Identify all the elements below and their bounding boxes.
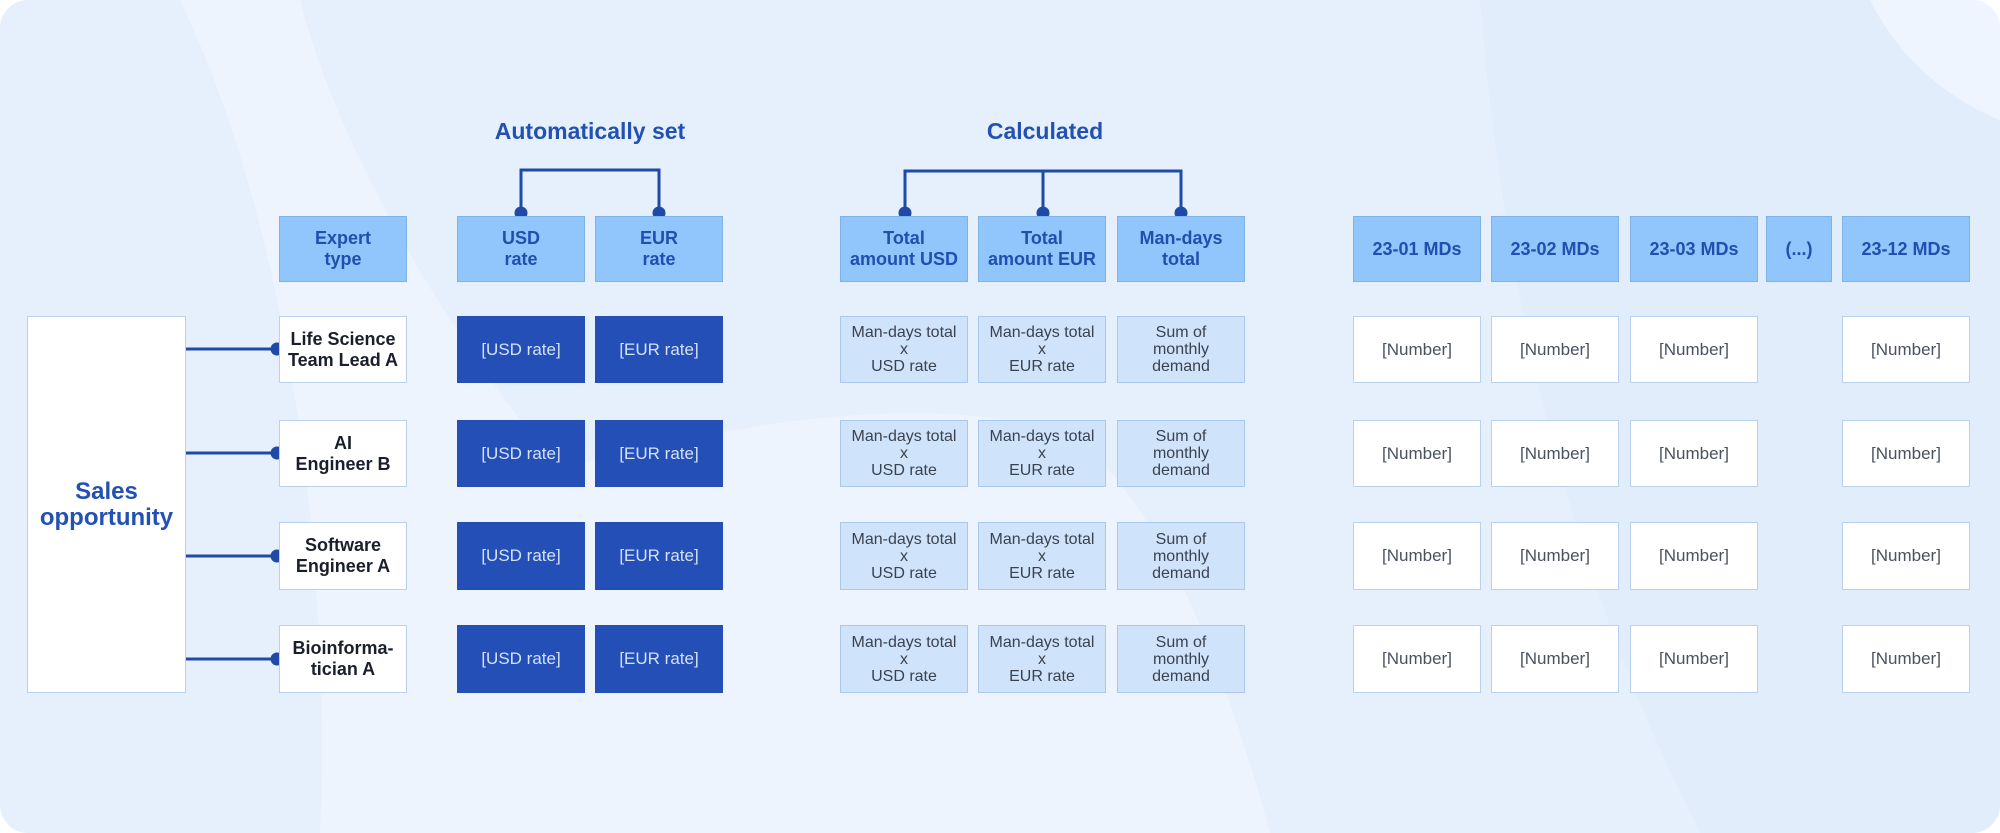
month-01-cell: [Number] [1353, 625, 1481, 693]
eur-rate-cell: [EUR rate] [595, 522, 723, 590]
month-12-cell: [Number] [1842, 625, 1970, 693]
header-month-02: 23-02 MDs [1491, 216, 1619, 282]
month-02-cell: [Number] [1491, 420, 1619, 487]
usd-rate-cell: [USD rate] [457, 625, 585, 693]
man-days-total-cell: Sum of monthly demand [1117, 420, 1245, 487]
expert-type-cell: Software Engineer A [279, 522, 407, 590]
usd-rate-cell: [USD rate] [457, 522, 585, 590]
header-month-12: 23-12 MDs [1842, 216, 1970, 282]
man-days-total-cell: Sum of monthly demand [1117, 625, 1245, 693]
month-02-cell: [Number] [1491, 625, 1619, 693]
group-title-calculated: Calculated [986, 118, 1104, 144]
total-usd-cell: Man-days total x USD rate [840, 625, 968, 693]
header-month-ellipsis: (...) [1766, 216, 1832, 282]
header-month-01: 23-01 MDs [1353, 216, 1481, 282]
man-days-total-cell: Sum of monthly demand [1117, 316, 1245, 383]
month-03-cell: [Number] [1630, 420, 1758, 487]
total-eur-cell: Man-days total x EUR rate [978, 522, 1106, 590]
total-eur-cell: Man-days total x EUR rate [978, 316, 1106, 383]
sales-opportunity-box: Sales opportunity [27, 316, 186, 693]
expert-type-cell: Bioinforma- tician A [279, 625, 407, 693]
month-01-cell: [Number] [1353, 522, 1481, 590]
header-total-usd: Total amount USD [840, 216, 968, 282]
month-03-cell: [Number] [1630, 522, 1758, 590]
month-02-cell: [Number] [1491, 522, 1619, 590]
month-02-cell: [Number] [1491, 316, 1619, 383]
total-usd-cell: Man-days total x USD rate [840, 420, 968, 487]
header-month-03: 23-03 MDs [1630, 216, 1758, 282]
header-total-eur: Total amount EUR [978, 216, 1106, 282]
total-usd-cell: Man-days total x USD rate [840, 316, 968, 383]
header-man-days-total: Man-days total [1117, 216, 1245, 282]
month-12-cell: [Number] [1842, 420, 1970, 487]
month-03-cell: [Number] [1630, 625, 1758, 693]
total-eur-cell: Man-days total x EUR rate [978, 625, 1106, 693]
total-eur-cell: Man-days total x EUR rate [978, 420, 1106, 487]
month-12-cell: [Number] [1842, 522, 1970, 590]
header-usd-rate: USD rate [457, 216, 585, 282]
month-01-cell: [Number] [1353, 316, 1481, 383]
eur-rate-cell: [EUR rate] [595, 316, 723, 383]
expert-type-cell: Life Science Team Lead A [279, 316, 407, 383]
bracket-automatic [519, 168, 661, 213]
usd-rate-cell: [USD rate] [457, 420, 585, 487]
man-days-total-cell: Sum of monthly demand [1117, 522, 1245, 590]
eur-rate-cell: [EUR rate] [595, 420, 723, 487]
month-12-cell: [Number] [1842, 316, 1970, 383]
total-usd-cell: Man-days total x USD rate [840, 522, 968, 590]
month-03-cell: [Number] [1630, 316, 1758, 383]
eur-rate-cell: [EUR rate] [595, 625, 723, 693]
expert-type-cell: AI Engineer B [279, 420, 407, 487]
month-01-cell: [Number] [1353, 420, 1481, 487]
group-title-automatic: Automatically set [494, 118, 686, 144]
usd-rate-cell: [USD rate] [457, 316, 585, 383]
header-eur-rate: EUR rate [595, 216, 723, 282]
header-expert-type: Expert type [279, 216, 407, 282]
